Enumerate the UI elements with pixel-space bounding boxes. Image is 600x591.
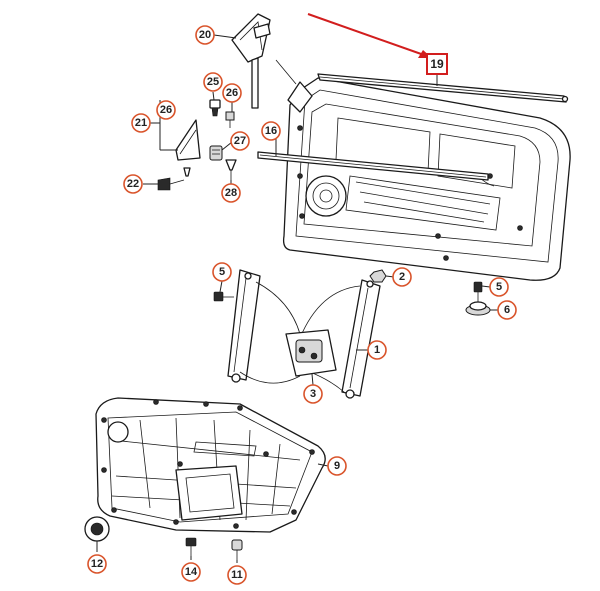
fastener-26 — [225, 111, 235, 128]
callout-14: 14 — [181, 562, 201, 582]
callout-28: 28 — [221, 183, 241, 203]
svg-text:9: 9 — [334, 460, 340, 472]
callout-9: 9 — [327, 456, 347, 476]
svg-text:26: 26 — [160, 104, 172, 116]
svg-text:25: 25 — [207, 76, 219, 88]
window-seal-strip — [317, 73, 569, 103]
callout-5-left: 5 — [212, 262, 232, 282]
svg-text:6: 6 — [504, 304, 510, 316]
callout-11: 11 — [227, 565, 247, 585]
bolt-11 — [231, 539, 243, 560]
window-regulator — [227, 269, 381, 399]
svg-text:27: 27 — [234, 135, 246, 147]
grommet-6 — [465, 301, 491, 316]
svg-text:14: 14 — [185, 566, 198, 578]
svg-text:20: 20 — [199, 29, 211, 41]
svg-text:28: 28 — [225, 187, 237, 199]
bolt-22 — [157, 177, 185, 191]
callout-5-right: 5 — [489, 277, 509, 297]
callout-21: 21 — [131, 113, 151, 133]
svg-text:5: 5 — [496, 281, 502, 293]
svg-text:26: 26 — [226, 87, 238, 99]
callout-26-top: 26 — [222, 83, 242, 103]
svg-text:3: 3 — [310, 388, 316, 400]
corner-trim — [231, 13, 313, 113]
svg-text:1: 1 — [374, 344, 380, 356]
svg-text:5: 5 — [219, 266, 225, 278]
callout-3: 3 — [303, 384, 323, 404]
callout-22: 22 — [123, 174, 143, 194]
callout-1: 1 — [367, 340, 387, 360]
callout-25: 25 — [203, 72, 223, 92]
callout-27: 27 — [230, 131, 250, 151]
inner-seal-strip — [257, 151, 489, 181]
callout-2: 2 — [392, 267, 412, 287]
callout-26-left: 26 — [156, 100, 176, 120]
callout-19-highlighted: 19 — [426, 53, 448, 75]
callout-16: 16 — [261, 121, 281, 141]
callout-6: 6 — [497, 300, 517, 320]
door-module-carrier — [95, 397, 326, 533]
svg-text:11: 11 — [231, 569, 243, 581]
grommet-12 — [84, 516, 110, 542]
svg-text:22: 22 — [127, 178, 139, 190]
svg-text:2: 2 — [399, 271, 405, 283]
door-frame — [282, 77, 571, 281]
screw-5-right — [473, 281, 483, 302]
fastener-25 — [209, 99, 221, 117]
fastener-27 — [209, 145, 223, 161]
callout-20: 20 — [195, 25, 215, 45]
callout-12: 12 — [87, 554, 107, 574]
svg-text:19: 19 — [430, 57, 444, 71]
svg-text:12: 12 — [91, 558, 103, 570]
nut-2 — [369, 269, 387, 283]
leader-lines — [96, 34, 498, 563]
mirror-base — [175, 119, 201, 161]
trim-clip — [183, 167, 191, 177]
screw-5-left — [213, 291, 234, 302]
highlight-arrow — [307, 13, 432, 58]
bolt-14 — [185, 537, 197, 556]
svg-text:21: 21 — [135, 117, 147, 129]
svg-text:16: 16 — [265, 125, 277, 137]
fastener-28 — [225, 159, 237, 180]
